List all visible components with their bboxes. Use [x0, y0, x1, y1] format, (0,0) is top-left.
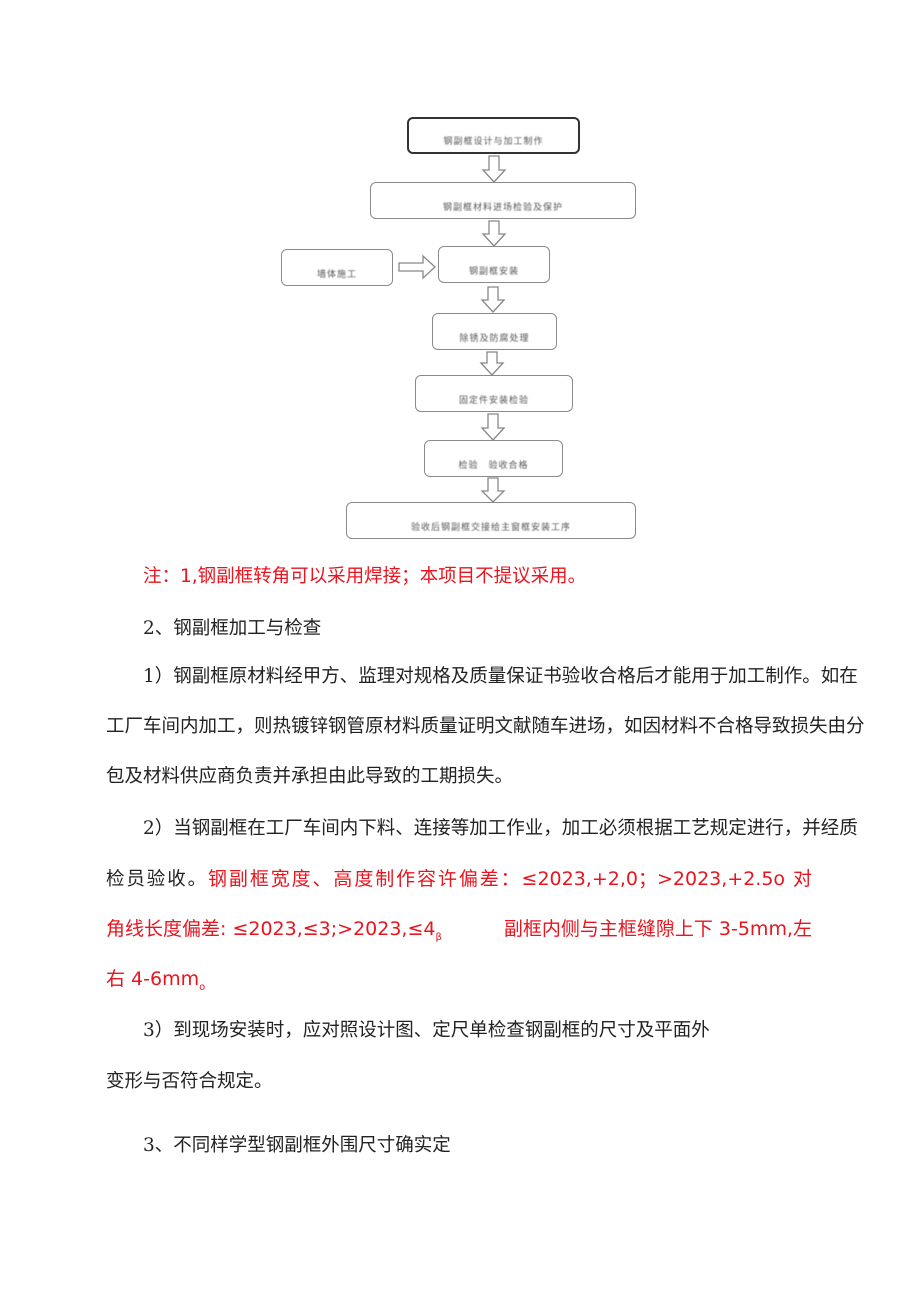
flow-step-1: 钢副框设计与加工制作 — [407, 117, 580, 154]
p1-line-2: 工厂车间内加工，则热镀锌钢管原材料质量证明文献随车进场，如因材料不合格导致损失由… — [106, 716, 865, 737]
p1-line-1: 1）钢副框原材料经甲方、监理对规格及质量保证书验收合格后才能用于加工制作。如在 — [143, 666, 858, 687]
p1-line-3: 包及材料供应商负责并承担由此导致的工期损失。 — [106, 766, 514, 787]
p2-line-4: 右 4-6mmo — [106, 968, 206, 993]
heading-3: 3、不同样学型钢副框外围尺寸确实定 — [143, 1135, 451, 1156]
p2-line-3: 角线长度偏差: ≤2023,≤3;>2023,≤4β 副框内侧与主框缝隙上下 3… — [106, 918, 812, 943]
flow-step-4: 除锈及防腐处理 — [432, 313, 557, 350]
flow-step-7: 验收后钢副框交接给主窗框安装工序 — [346, 502, 636, 539]
right-arrow-icon — [398, 254, 436, 280]
note: 注：1,钢副框转角可以采用焊接；本项目不提议采用。 — [143, 566, 587, 587]
down-arrow-icon — [479, 351, 505, 376]
flow-arrows — [398, 155, 507, 503]
flow-step-5: 固定件安装检验 — [415, 375, 573, 412]
p2-line-2: 检员验收。钢副框宽度、高度制作容许偏差：≤2023,+2,0；>2023,+2.… — [106, 868, 812, 890]
flow-side-step: 墙体施工 — [281, 249, 393, 286]
down-arrow-icon — [480, 413, 506, 441]
down-arrow-icon — [481, 155, 507, 183]
flow-step-3: 钢副框安装 — [438, 246, 550, 283]
p2-line-1: 2）当钢副框在工厂车间内下料、连接等加工作业，加工必须根据工艺规定进行，并经质 — [143, 818, 858, 839]
flow-step-2: 钢副框材料进场检验及保护 — [370, 182, 636, 219]
down-arrow-icon — [480, 477, 506, 503]
heading-2: 2、钢副框加工与检查 — [143, 618, 322, 639]
down-arrow-icon — [481, 220, 507, 247]
p3-line-1: 3）到现场安装时，应对照设计图、定尺单检查钢副框的尺寸及平面外 — [143, 1020, 710, 1041]
down-arrow-icon — [480, 286, 506, 313]
flow-step-6: 检验 验收合格 — [424, 440, 563, 477]
p3-line-2: 变形与否符合规定。 — [106, 1071, 273, 1092]
